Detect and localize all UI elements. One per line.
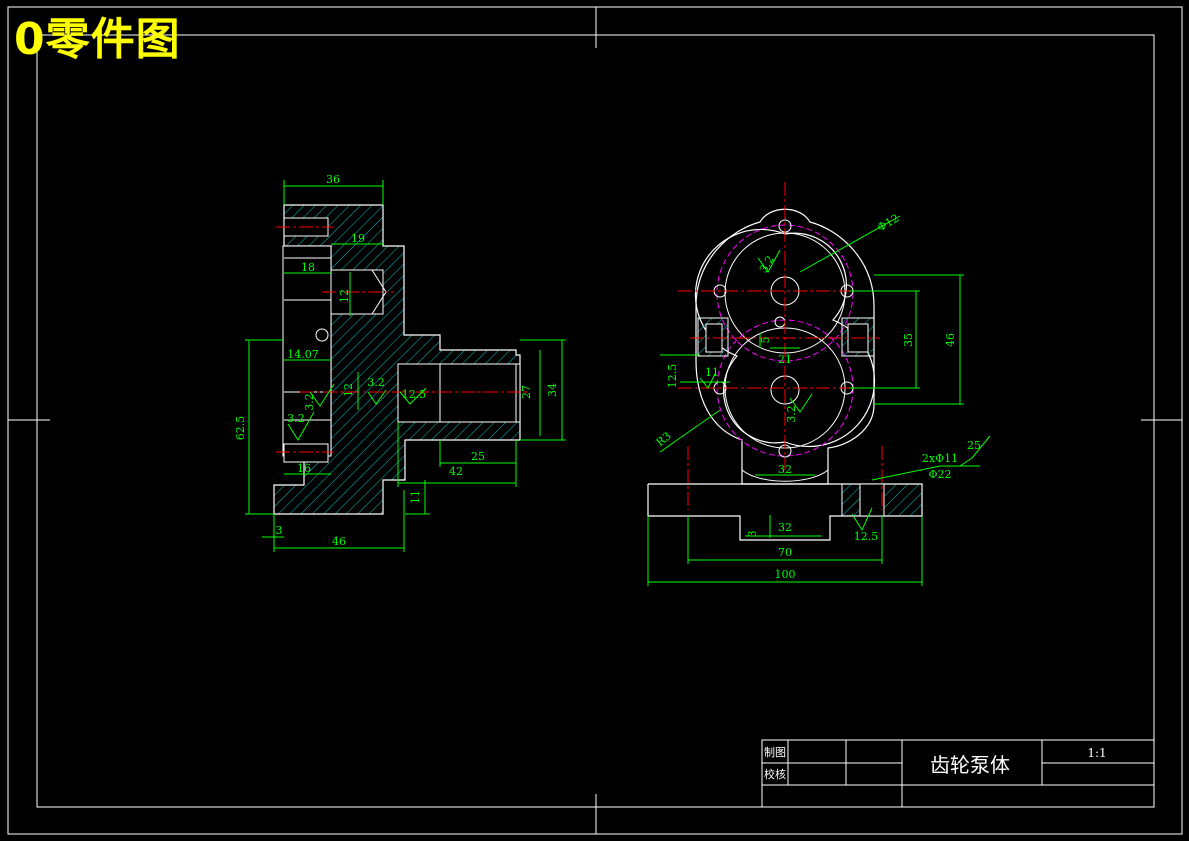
hole-spec: 2xΦ11 <box>922 452 958 465</box>
dim-100: 100 <box>775 568 796 581</box>
dim-27: 27 <box>520 385 533 399</box>
right-roughness-symbols <box>699 249 991 532</box>
right-front-view: Φ12 3.2 5 21 35 46 12.5 11 R3 3.2 32 2xΦ… <box>647 182 991 586</box>
roughness-3-2-b: 3.2 <box>303 393 316 411</box>
dim-3: 3 <box>276 524 283 537</box>
dim-34: 34 <box>546 383 559 397</box>
dim-14-07: 14.07 <box>287 348 319 361</box>
dim-phi12: Φ12 <box>875 212 901 235</box>
dim-46: 46 <box>332 535 346 548</box>
dim-25: 25 <box>471 450 485 463</box>
dim-62-5: 62.5 <box>234 416 247 441</box>
dim-19: 19 <box>351 232 365 245</box>
left-section-view: 36 19 18 12 14.07 12 3.2 3.2 3.2 12.5 62… <box>234 173 566 552</box>
inner-border <box>36 34 1155 808</box>
roughness-3-2-top: 3.2 <box>757 253 777 275</box>
roughness-12-5-left: 12.5 <box>666 364 679 389</box>
dim-46-right: 46 <box>944 333 957 347</box>
dim-42: 42 <box>449 465 463 478</box>
dim-32-lower: 32 <box>778 521 792 534</box>
dim-12-upper: 12 <box>338 289 351 303</box>
part-name: 齿轮泵体 <box>930 753 1010 777</box>
left-bore <box>397 363 521 423</box>
checked-by-label: 校核 <box>764 767 786 781</box>
dim-11: 11 <box>409 490 422 504</box>
dim-5: 5 <box>759 337 772 344</box>
title-block <box>761 739 1155 808</box>
dim-r3: R3 <box>654 429 674 449</box>
dim-21: 21 <box>778 353 792 366</box>
outer-border <box>7 6 1183 835</box>
counterbore-spec: Φ22 <box>928 468 951 481</box>
roughness-12-5: 12.5 <box>402 388 427 401</box>
roughness-3-2-bottom: 3.2 <box>785 405 798 423</box>
roughness-12-5-base: 12.5 <box>854 530 879 543</box>
dim-70: 70 <box>778 546 792 559</box>
roughness-25: 25 <box>967 439 981 452</box>
roughness-3-2-a: 3.2 <box>367 376 385 389</box>
left-thread-hole-bottom <box>283 443 329 463</box>
drawn-by-label: 制图 <box>764 746 786 759</box>
dim-18: 18 <box>301 261 315 274</box>
dim-11-right: 11 <box>705 366 719 379</box>
dim-35: 35 <box>902 333 915 347</box>
centering-marks <box>8 7 1182 834</box>
dim-12-lower: 12 <box>342 383 355 397</box>
dim-3-right: 3 <box>746 531 759 538</box>
dim-36: 36 <box>326 173 340 186</box>
right-body-outline <box>695 208 875 485</box>
dim-16: 16 <box>297 462 311 475</box>
right-dimensions <box>647 215 980 586</box>
roughness-3-2-c: 3.2 <box>287 412 305 425</box>
dim-32-upper: 32 <box>778 463 792 476</box>
left-counterbore <box>282 245 332 457</box>
scale-value: 1:1 <box>1087 746 1106 760</box>
left-roughness-symbols <box>287 383 427 441</box>
drawing-title: 0零件图 <box>14 14 181 65</box>
left-dimensions <box>245 180 566 552</box>
